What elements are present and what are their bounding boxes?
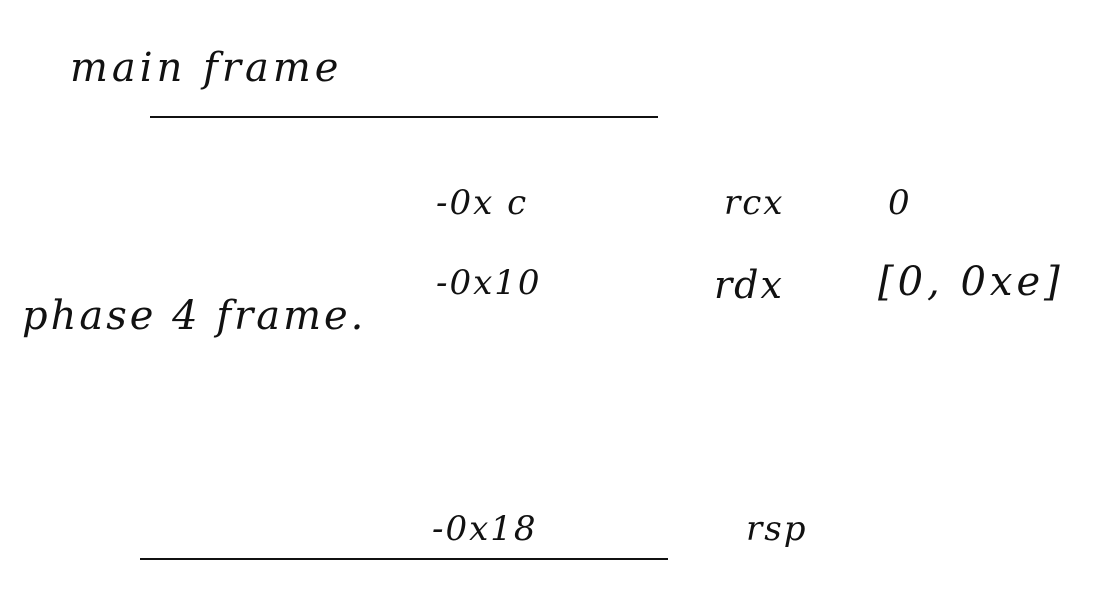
frame-top-boundary-line — [150, 116, 658, 118]
phase4-frame-label: phase 4 frame. — [22, 293, 367, 339]
offset-label: -0x10 — [436, 263, 542, 303]
frame-bottom-boundary-line — [140, 558, 668, 560]
offset-label: -0x18 — [432, 509, 538, 549]
register-value-rdx: [0, 0xe] — [878, 259, 1064, 305]
register-value-rcx: 0 — [888, 183, 912, 223]
register-label-rsp: rsp — [746, 509, 808, 549]
register-label-rdx: rdx — [714, 263, 784, 307]
offset-label: -0x c — [436, 183, 529, 223]
main-frame-label: main frame — [70, 45, 343, 91]
register-label-rcx: rcx — [724, 183, 785, 223]
